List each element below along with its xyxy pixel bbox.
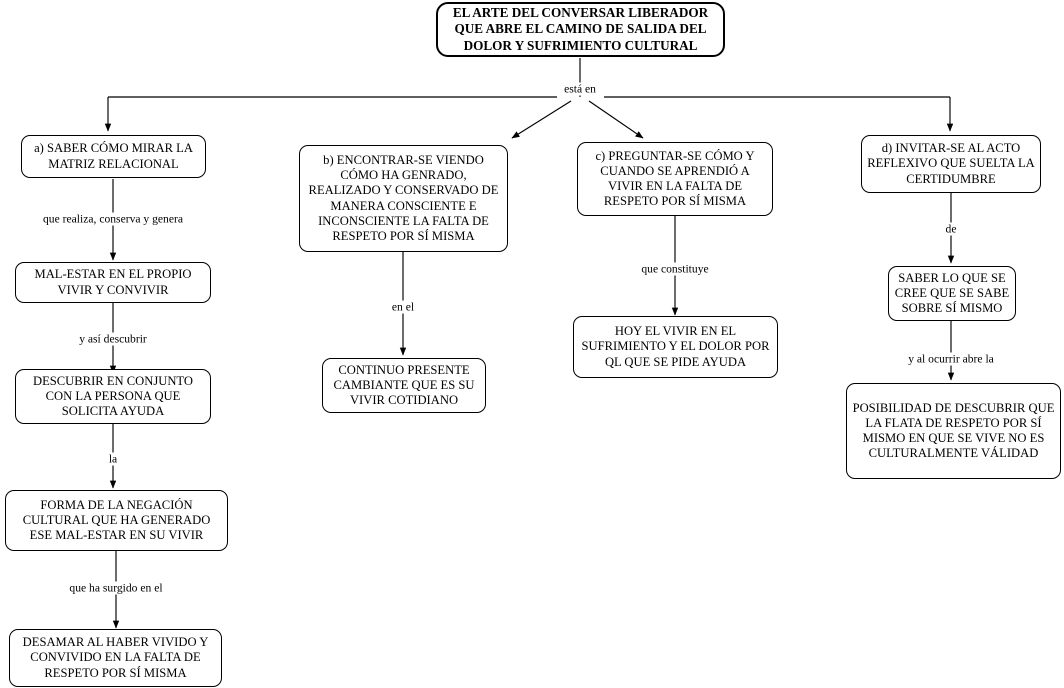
node-d-text: d) INVITAR-SE AL ACTO REFLEXIVO QUE SUEL… xyxy=(867,141,1035,186)
node-a1-text: MAL-ESTAR EN EL PROPIO VIVIR Y CONVIVIR xyxy=(34,267,192,297)
edge-label-b-b1: en el xyxy=(388,300,418,314)
edge-label-a3-a4: que ha surgido en el xyxy=(66,581,166,595)
node-c-preguntarse-como[interactable]: c) PREGUNTAR-SE CÓMO Y CUANDO SE APRENDI… xyxy=(577,142,773,216)
edge-root-to-b xyxy=(511,100,572,139)
node-b-encontrarse-viendo[interactable]: b) ENCONTRAR-SE VIENDO CÓMO HA GENRADO, … xyxy=(299,145,508,252)
node-b1-continuo-presente[interactable]: CONTINUO PRESENTE CAMBIANTE QUE ES SU VI… xyxy=(322,358,486,413)
edge-label-a1-a2-text: y así descubrir xyxy=(79,332,147,346)
edge-label-d-d1: de xyxy=(942,222,960,236)
node-a4-text: DESAMAR AL HABER VIVIDO Y CONVIVIDO EN L… xyxy=(22,635,209,680)
node-a1-mal-estar[interactable]: MAL-ESTAR EN EL PROPIO VIVIR Y CONVIVIR xyxy=(15,262,211,303)
edge-label-c-c1: que constituye xyxy=(638,262,712,276)
node-a-text: a) SABER CÓMO MIRAR LA MATRIZ RELACIONAL xyxy=(34,141,193,171)
node-a2-text: DESCUBRIR EN CONJUNTO CON LA PERSONA QUE… xyxy=(32,373,193,419)
edge-label-b-b1-text: en el xyxy=(391,300,415,314)
edge-label-a1-a2: y así descubrir xyxy=(76,332,150,346)
node-d1-text: SABER LO QUE SE CREE QUE SE SABE SOBRE S… xyxy=(894,270,1010,316)
edge-root-to-c xyxy=(588,100,644,139)
edge-label-root-branch: está en xyxy=(561,82,599,96)
edge-label-a-a1-text: que realiza, conserva y genera xyxy=(42,212,184,226)
node-d1-saber-lo-que-se-cree[interactable]: SABER LO QUE SE CREE QUE SE SABE SOBRE S… xyxy=(888,266,1016,321)
node-a-saber-como-mirar[interactable]: a) SABER CÓMO MIRAR LA MATRIZ RELACIONAL xyxy=(21,135,206,178)
edge-label-d-d1-text: de xyxy=(945,222,957,236)
node-a4-desamar[interactable]: DESAMAR AL HABER VIVIDO Y CONVIVIDO EN L… xyxy=(9,629,222,687)
node-a3-text: FORMA DE LA NEGACIÓN CULTURAL QUE HA GEN… xyxy=(22,497,211,543)
node-d-invitarse-acto-reflexivo[interactable]: d) INVITAR-SE AL ACTO REFLEXIVO QUE SUEL… xyxy=(861,135,1041,193)
node-d2-text: POSIBILIDAD DE DESCUBRIR QUE LA FLATA DE… xyxy=(852,400,1055,461)
edge-label-a2-a3-text: la xyxy=(108,452,118,466)
node-root-title[interactable]: EL ARTE DEL CONVERSAR LIBERADOR QUE ABRE… xyxy=(436,2,725,57)
edge-label-a-a1: que realiza, conserva y genera xyxy=(39,212,187,226)
node-c1-text: HOY EL VIVIR EN EL SUFRIMIENTO Y EL DOLO… xyxy=(581,324,770,369)
node-b-text: b) ENCONTRAR-SE VIENDO CÓMO HA GENRADO, … xyxy=(308,152,499,243)
node-root-title-text: EL ARTE DEL CONVERSAR LIBERADOR QUE ABRE… xyxy=(452,4,709,53)
edge-label-a3-a4-text: que ha surgido en el xyxy=(69,581,163,595)
node-a3-forma-negacion-cultural[interactable]: FORMA DE LA NEGACIÓN CULTURAL QUE HA GEN… xyxy=(5,490,228,551)
edge-label-d1-d2-text: y al ocurrir abre la xyxy=(908,352,994,366)
node-a2-descubrir-en-conjunto[interactable]: DESCUBRIR EN CONJUNTO CON LA PERSONA QUE… xyxy=(15,369,211,424)
edge-label-root-branch-text: está en xyxy=(564,82,596,96)
edge-label-a2-a3: la xyxy=(105,452,121,466)
node-b1-text: CONTINUO PRESENTE CAMBIANTE QUE ES SU VI… xyxy=(333,362,475,408)
node-c1-hoy-el-vivir[interactable]: HOY EL VIVIR EN EL SUFRIMIENTO Y EL DOLO… xyxy=(573,316,778,378)
node-c-text: c) PREGUNTAR-SE CÓMO Y CUANDO SE APRENDI… xyxy=(595,148,755,209)
edge-label-d1-d2: y al ocurrir abre la xyxy=(905,352,997,366)
node-d2-posibilidad-de-descubrir[interactable]: POSIBILIDAD DE DESCUBRIR QUE LA FLATA DE… xyxy=(846,383,1061,479)
edge-label-c-c1-text: que constituye xyxy=(641,262,709,276)
